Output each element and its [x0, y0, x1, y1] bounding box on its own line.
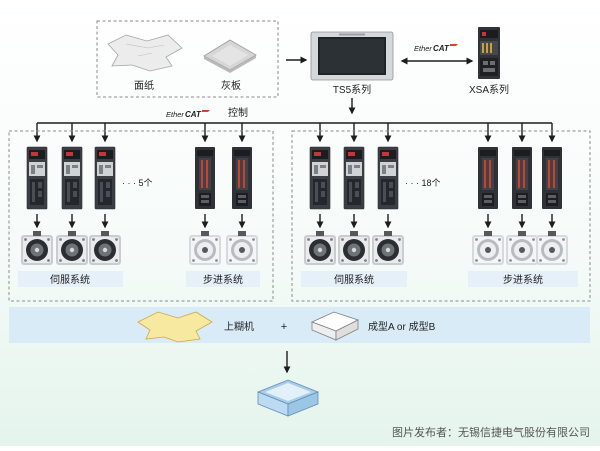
- servo-motor: [304, 231, 336, 265]
- left-servo-count: · · · 5个: [122, 178, 153, 188]
- stepper-drive: [512, 147, 532, 209]
- panel-paper-icon: [107, 34, 183, 72]
- control-label: 控制: [228, 106, 248, 119]
- left-servo-system-bar: [18, 271, 123, 287]
- bus-drops: [33, 123, 556, 143]
- servo-drive: [61, 146, 83, 210]
- right-stepper-system-label: 步进系统: [503, 273, 543, 286]
- servo-drive: [26, 146, 48, 210]
- gray-board-icon: [203, 39, 257, 73]
- publisher-watermark: 图片发布者：无锡信捷电气股份有限公司: [392, 425, 590, 439]
- servo-drive: [94, 146, 116, 210]
- right-stepper-system-bar: [468, 271, 578, 287]
- forming-label: 成型A or 成型B: [368, 320, 436, 333]
- left-drive-group: [8, 130, 274, 302]
- stepper-drive: [195, 147, 215, 209]
- servo-motor: [89, 231, 121, 265]
- left-stepper-system-bar: [186, 271, 260, 287]
- servo-drive: [343, 146, 365, 210]
- stepper-motor: [536, 231, 568, 265]
- servo-motor: [372, 231, 404, 265]
- servo-motor: [338, 231, 370, 265]
- xsa-controller-icon: [478, 27, 500, 79]
- left-stepper-system-label: 步进系统: [203, 273, 243, 286]
- plus-symbol: +: [281, 321, 287, 333]
- servo-motor: [21, 231, 53, 265]
- controller-label: XSA系列: [469, 83, 509, 96]
- stepper-drive: [542, 147, 562, 209]
- right-servo-system-bar: [301, 271, 407, 287]
- stepper-motor: [472, 231, 504, 265]
- formed-box-icon: [310, 311, 360, 341]
- paste-machine-label: 上糊机: [224, 320, 254, 333]
- right-servo-count: · · · 18个: [405, 178, 441, 188]
- stepper-motor: [506, 231, 538, 265]
- servo-drive: [309, 146, 331, 210]
- process-bar: [9, 307, 590, 343]
- left-servo-system-label: 伺服系统: [50, 273, 90, 286]
- hmi-label: TS5系列: [333, 83, 371, 96]
- stepper-drive: [478, 147, 498, 209]
- stepper-motor: [226, 231, 258, 265]
- servo-motor: [56, 231, 88, 265]
- ts5-hmi-icon: [310, 31, 394, 81]
- gray-board-label: 灰板: [221, 79, 241, 92]
- finished-box-icon: [256, 379, 320, 417]
- materials-box: [96, 20, 279, 98]
- right-servo-system-label: 伺服系统: [334, 273, 374, 286]
- pasted-sheet-icon: [137, 311, 213, 343]
- stepper-motor: [189, 231, 221, 265]
- right-drive-group: [291, 130, 591, 302]
- stepper-drive: [232, 147, 252, 209]
- servo-drive: [377, 146, 399, 210]
- panel-paper-label: 面纸: [134, 79, 154, 92]
- drive-motor-arrows: [33, 214, 556, 229]
